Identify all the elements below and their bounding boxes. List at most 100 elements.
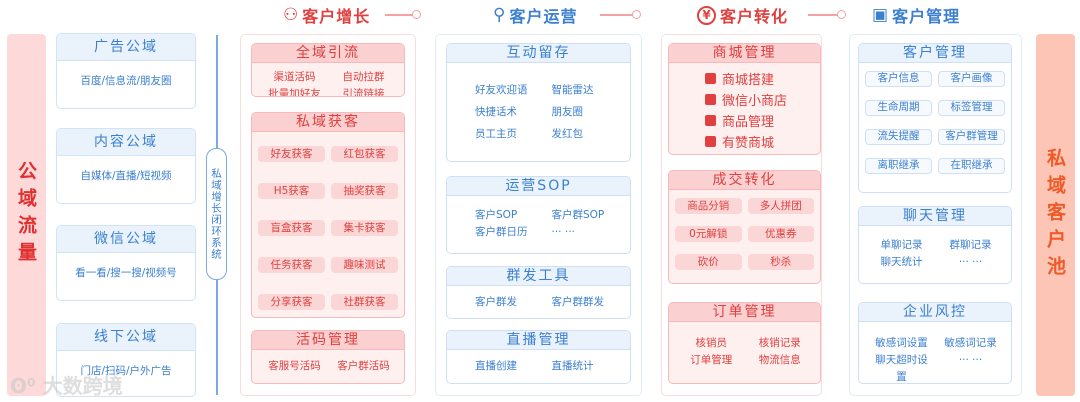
module-title: 运营SOP xyxy=(447,177,630,196)
module-item[interactable]: 商品分销 xyxy=(675,198,742,214)
module-item[interactable]: 自动拉群 xyxy=(342,71,385,83)
module-item[interactable]: 发红包 xyxy=(551,127,584,140)
module-item[interactable]: 生命周期 xyxy=(865,100,932,116)
stage-title: 客户管理 xyxy=(892,7,961,26)
module-item[interactable]: 群聊记录 xyxy=(949,239,992,251)
module-item[interactable]: 聊天超时设置 xyxy=(875,354,928,383)
module-item[interactable]: ··· ··· xyxy=(958,354,983,366)
module-box: 客户管理客户信息客户画像生命周期标签管理流失提醒客户群管理离职继承在职继承 xyxy=(858,43,1012,193)
module-item[interactable]: 敏感词记录 xyxy=(944,337,997,349)
module-item[interactable]: 批量加好友 xyxy=(268,88,321,97)
module-box: 活码管理客服号活码 客户群活码 xyxy=(251,330,405,384)
module-items: 商城搭建微信小商店商品管理有赞商城 xyxy=(669,63,820,152)
module-item[interactable]: 有赞商城 xyxy=(705,131,820,152)
module-item[interactable]: 集卡获客 xyxy=(331,220,398,236)
module-item[interactable]: 客户群SOP xyxy=(551,209,605,221)
module-item[interactable]: 客户画像 xyxy=(938,71,1005,87)
module-item[interactable]: 快捷话术 xyxy=(475,105,517,118)
module-title: 成交转化 xyxy=(669,171,820,190)
module-items: 客户SOP 客户群SOP 客户群日历 ··· ··· xyxy=(447,196,630,241)
module-item[interactable]: 客户群发 xyxy=(475,295,517,308)
module-item[interactable]: 直播统计 xyxy=(551,360,594,372)
module-item[interactable]: 核销员 xyxy=(695,337,728,349)
module-item[interactable]: 社群获客 xyxy=(331,294,398,310)
module-box: 企业风控敏感词设置敏感词记录聊天超时设置··· ··· xyxy=(858,302,1012,384)
loop-system-pill: 私域增长闭环系统 xyxy=(206,148,227,280)
module-box: 直播管理直播创建 直播统计 xyxy=(446,330,631,384)
module-item[interactable]: 智能雷达 xyxy=(551,83,594,96)
store-icon xyxy=(705,73,716,84)
module-items: 好友欢迎语 智能雷达快捷话术 朋友圈员工主页 发红包 xyxy=(447,63,630,145)
module-box: 订单管理核销员 核销记录订单管理 物流信息 xyxy=(668,302,821,384)
module-item[interactable]: 商城搭建 xyxy=(705,68,820,89)
module-item[interactable]: 趣味测试 xyxy=(331,257,398,273)
module-item[interactable]: 订单管理 xyxy=(690,354,733,366)
module-items: 客服号活码 客户群活码 xyxy=(252,350,404,374)
module-item[interactable]: 商品管理 xyxy=(705,110,820,131)
module-item[interactable]: 核销记录 xyxy=(758,337,801,349)
stage-1: ⚇客户增长 xyxy=(283,4,370,26)
module-item[interactable]: 抽奖获客 xyxy=(331,183,398,199)
private-pool-bar: 私域客户池 xyxy=(1036,34,1075,396)
module-item[interactable]: 员工主页 xyxy=(475,127,517,140)
module-items: 客户信息客户画像生命周期标签管理流失提醒客户群管理离职继承在职继承 xyxy=(859,63,1011,174)
public-domain-box: 广告公域百度/信息流/朋友圈 xyxy=(56,33,196,109)
module-item[interactable]: 客户信息 xyxy=(865,71,932,87)
module-items: 核销员 核销记录订单管理 物流信息 xyxy=(669,322,820,369)
public-domain-desc: 门店/扫码/户外广告 xyxy=(80,365,172,377)
module-item-label: 商城搭建 xyxy=(722,73,775,88)
module-item[interactable]: 优惠券 xyxy=(747,226,814,242)
module-title: 活码管理 xyxy=(252,331,404,350)
module-title: 聊天管理 xyxy=(859,207,1011,226)
module-item-label: 微信小商店 xyxy=(722,94,788,109)
module-item[interactable]: 敏感词设置 xyxy=(875,337,928,349)
public-traffic-bar: 公域流量 xyxy=(7,34,46,396)
module-item[interactable]: 标签管理 xyxy=(938,100,1005,116)
module-item[interactable]: ··· ··· xyxy=(551,226,575,238)
module-items: 敏感词设置 敏感词记录聊天超时设置 ··· ··· xyxy=(859,322,1011,383)
module-item[interactable]: 客户群日历 xyxy=(475,226,528,238)
module-item[interactable]: 客户SOP xyxy=(475,209,518,221)
module-item[interactable]: 任务获客 xyxy=(258,257,325,273)
org-chart-icon: ⚇ xyxy=(283,5,299,25)
module-item[interactable]: H5获客 xyxy=(258,183,325,199)
module-item[interactable]: 在职继承 xyxy=(938,158,1005,174)
module-item[interactable]: 朋友圈 xyxy=(551,105,584,118)
module-title: 客户管理 xyxy=(859,44,1011,63)
module-item[interactable]: 引流链接 xyxy=(342,88,385,97)
module-item[interactable]: 红包获客 xyxy=(331,146,398,162)
module-item[interactable]: 流失提醒 xyxy=(865,129,932,145)
module-title: 全域引流 xyxy=(252,44,404,63)
stage-title: 客户转化 xyxy=(720,7,789,26)
module-item[interactable]: 好友获客 xyxy=(258,146,325,162)
module-item[interactable]: 单聊记录 xyxy=(880,239,923,251)
module-item[interactable]: 分享获客 xyxy=(258,294,325,310)
module-item[interactable]: 聊天统计 xyxy=(880,256,923,268)
module-item[interactable]: 客户群活码 xyxy=(337,360,390,372)
module-item[interactable]: 物流信息 xyxy=(758,354,801,366)
module-item[interactable]: 客服号活码 xyxy=(268,360,321,372)
module-item[interactable]: 客户群管理 xyxy=(938,129,1005,145)
stage-column-4 xyxy=(849,34,1022,396)
module-item[interactable]: 砍价 xyxy=(675,254,742,270)
module-title: 私域获客 xyxy=(252,113,404,132)
module-box: 私域获客好友获客红包获客 H5获客抽奖获客盲盒获客集卡获客任务获客趣味测试分享获客… xyxy=(251,112,405,318)
module-item[interactable]: 0元解锁 xyxy=(675,226,742,242)
module-item[interactable]: 客户群群发 xyxy=(551,295,605,308)
module-box: 全域引流渠道活码 自动拉群批量加好友 引流链接 xyxy=(251,43,405,97)
module-item[interactable]: 好友欢迎语 xyxy=(475,83,528,96)
module-item[interactable]: 多人拼团 xyxy=(747,198,814,214)
module-item[interactable]: 微信小商店 xyxy=(705,89,820,110)
module-item[interactable]: ··· ··· xyxy=(958,256,983,268)
public-domain-title: 内容公域 xyxy=(57,129,195,156)
module-item[interactable]: 离职继承 xyxy=(865,158,932,174)
module-item[interactable]: 盲盒获客 xyxy=(258,220,325,236)
stage-3: ¥客户转化 xyxy=(697,4,788,26)
module-item[interactable]: 直播创建 xyxy=(475,360,517,372)
module-items: 好友获客红包获客 H5获客抽奖获客盲盒获客集卡获客任务获客趣味测试分享获客社群获客 xyxy=(252,132,404,310)
module-title: 直播管理 xyxy=(447,331,630,350)
yen-cycle-icon: ¥ xyxy=(697,5,716,25)
module-item[interactable]: 渠道活码 xyxy=(273,71,316,83)
contact-card-icon: ▣ xyxy=(872,5,889,25)
module-item[interactable]: 秒杀 xyxy=(747,254,814,270)
